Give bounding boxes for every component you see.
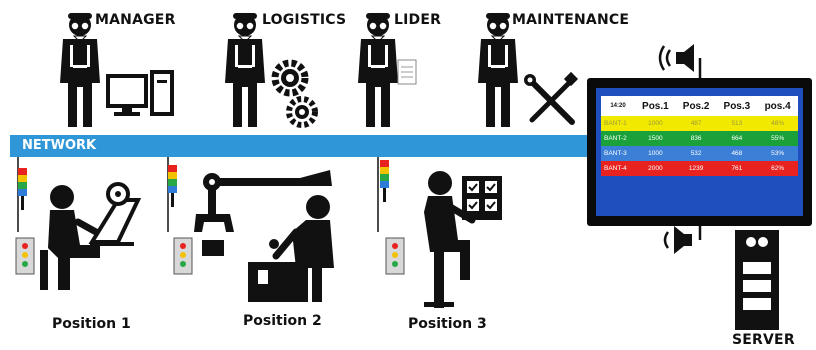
gear-icon — [271, 59, 318, 128]
column-header: pos.4 — [757, 96, 798, 116]
row-label: BANT-2 — [601, 131, 635, 146]
table-cell: 664 — [716, 131, 758, 146]
table-row: BANT-3 1000 532 468 53% — [601, 146, 798, 161]
row-label: BANT-1 — [601, 116, 635, 131]
server-icon — [735, 230, 779, 330]
table-cell: 468 — [716, 146, 758, 161]
signal-tower-icon — [380, 160, 389, 202]
control-panel-icon — [173, 237, 193, 275]
manager-worker-icon — [59, 12, 101, 128]
position-label-3: Position 3 — [408, 316, 487, 332]
logistics-worker-icon — [224, 12, 266, 128]
role-label-logistics: LOGISTICS — [262, 12, 347, 28]
table-header-row: 14:20 Pos.1 Pos.2 Pos.3 pos.4 — [601, 96, 798, 116]
table-row: BANT-4 2000 1239 761 62% — [601, 161, 798, 176]
signal-tower-icon — [18, 168, 27, 210]
column-header: Pos.3 — [716, 96, 758, 116]
network-bar — [10, 135, 610, 157]
role-label-manager: MANAGER — [95, 12, 176, 28]
table-cell: 1000 — [635, 146, 676, 161]
table-cell: 1500 — [635, 131, 676, 146]
row-label: BANT-4 — [601, 161, 635, 176]
control-panel-icon — [15, 237, 35, 275]
checklist-board-icon — [462, 176, 502, 220]
table-cell: 1000 — [635, 116, 676, 131]
table-row: BANT-2 1500 836 664 55% — [601, 131, 798, 146]
role-label-maintenance: MAINTENANCE — [512, 12, 630, 28]
table-cell: 48% — [757, 116, 798, 131]
table-cell: 2000 — [635, 161, 676, 176]
table-cell: 53% — [757, 146, 798, 161]
table-cell: 55% — [757, 131, 798, 146]
role-label-lider: LIDER — [394, 12, 442, 28]
table-cell: 836 — [675, 131, 717, 146]
table-cell: 532 — [675, 146, 717, 161]
time-cell: 14:20 — [601, 96, 635, 116]
position-label-2: Position 2 — [243, 313, 322, 329]
seated-worker-icon — [248, 195, 334, 302]
network-label: NETWORK — [22, 138, 97, 153]
control-panel-icon — [385, 237, 405, 275]
lider-worker-icon — [357, 12, 399, 128]
andon-monitor: 14:20 Pos.1 Pos.2 Pos.3 pos.4 BANT-1 100… — [587, 78, 812, 226]
wrench-screwdriver-icon — [524, 71, 579, 125]
table-cell: 761 — [716, 161, 758, 176]
seated-worker-icon — [40, 182, 142, 290]
speaker-icon — [658, 44, 702, 78]
production-table: 14:20 Pos.1 Pos.2 Pos.3 pos.4 BANT-1 100… — [601, 96, 798, 176]
robot-arm-icon — [194, 170, 332, 256]
table-cell: 487 — [675, 116, 717, 131]
maintenance-worker-icon — [477, 12, 519, 128]
table-cell: 62% — [757, 161, 798, 176]
table-cell: 1239 — [675, 161, 717, 176]
column-header: Pos.1 — [635, 96, 676, 116]
server-label: SERVER — [732, 332, 795, 348]
computer-icon — [106, 70, 174, 116]
monitor-screen: 14:20 Pos.1 Pos.2 Pos.3 pos.4 BANT-1 100… — [596, 88, 803, 216]
clipboard-icon — [397, 59, 417, 85]
table-row: BANT-1 1000 487 513 48% — [601, 116, 798, 131]
table-cell: 513 — [716, 116, 758, 131]
column-header: Pos.2 — [675, 96, 717, 116]
row-label: BANT-3 — [601, 146, 635, 161]
signal-tower-icon — [168, 165, 177, 207]
position-label-1: Position 1 — [52, 316, 131, 332]
speaker-icon — [663, 226, 702, 254]
